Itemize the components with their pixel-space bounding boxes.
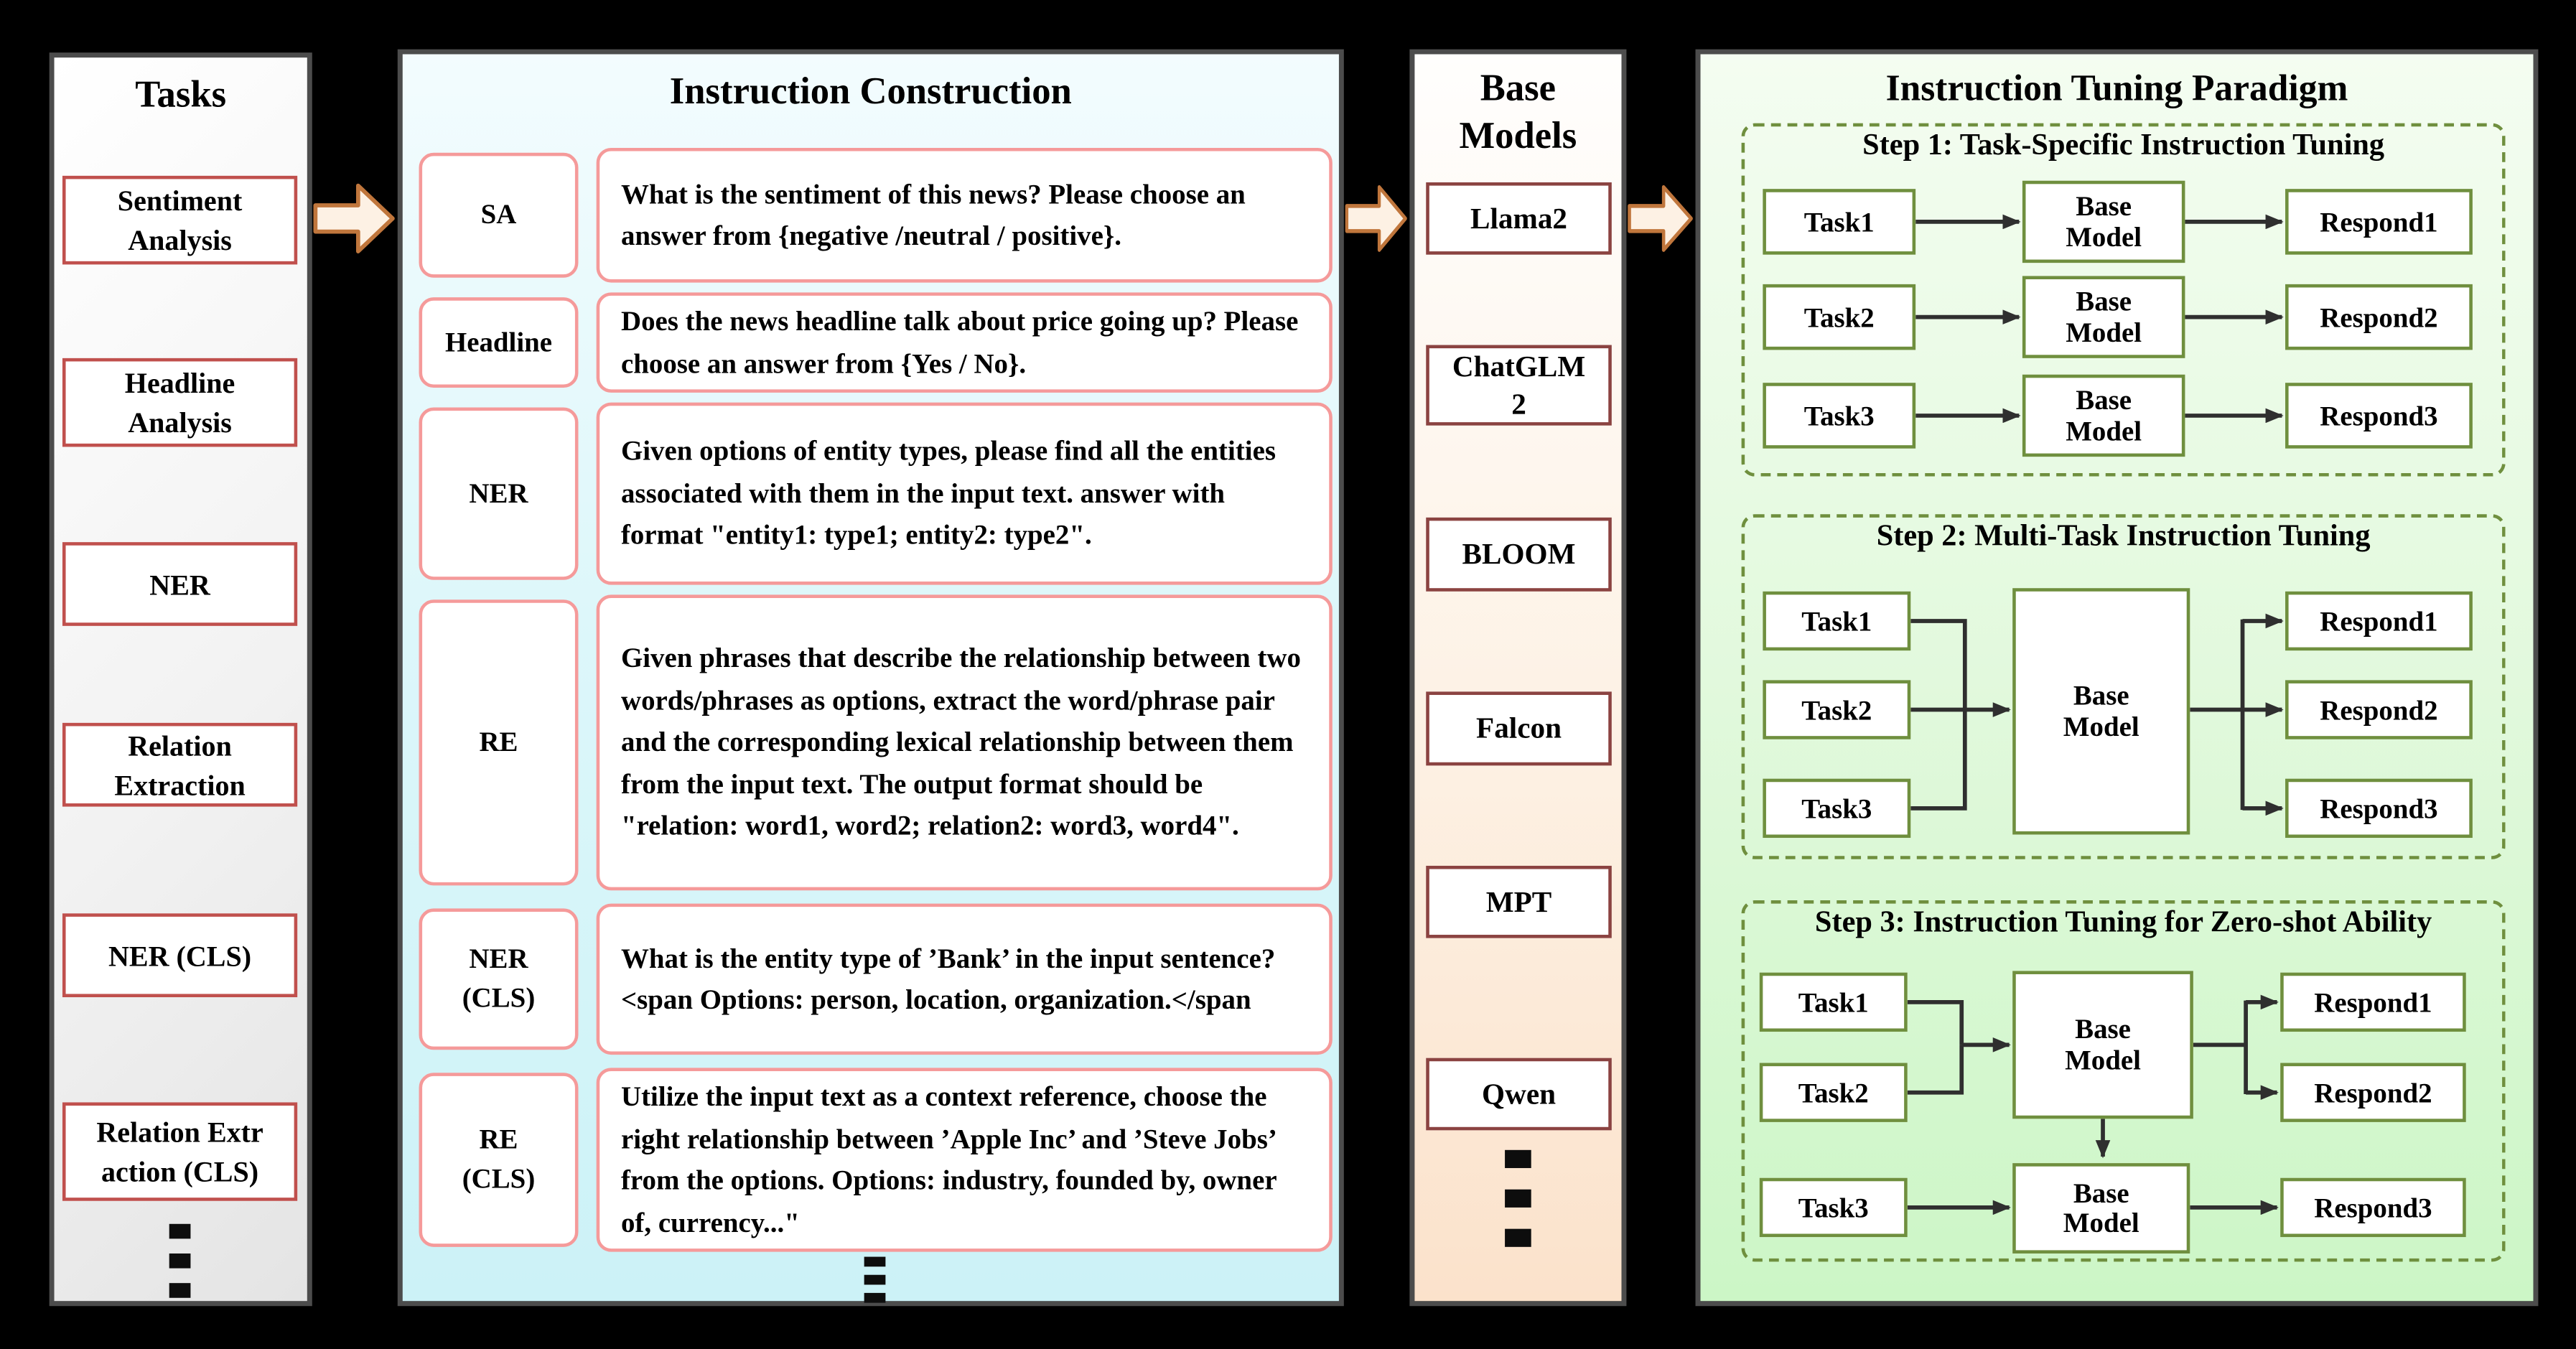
vertical-ellipsis-icon bbox=[864, 1256, 886, 1303]
step1-base-model1-box: Base Model bbox=[2022, 180, 2185, 263]
instruction-tuning-paradigm-panel: Instruction Tuning Paradigm bbox=[1695, 49, 2539, 1307]
instruction-label-ner-cls: NER (CLS) bbox=[419, 908, 579, 1050]
model-item-llama2: Llama2 bbox=[1426, 182, 1612, 255]
instruction-label-re: RE bbox=[419, 599, 579, 886]
task-item-ner-cls: NER (CLS) bbox=[62, 913, 298, 997]
instruction-text-ner-cls: What is the entity type of ’Bank’ in the… bbox=[596, 903, 1333, 1055]
instruction-text-re-cls: Utilize the input text as a context refe… bbox=[596, 1068, 1333, 1252]
step3-respond1-box: Respond1 bbox=[2280, 972, 2466, 1032]
instruction-construction-title: Instruction Construction bbox=[669, 70, 1072, 112]
step3-title: Step 3: Instruction Tuning for Zero-shot… bbox=[1814, 907, 2432, 940]
base-models-title: Base Models bbox=[1459, 67, 1577, 157]
flow-connectors bbox=[1907, 214, 2284, 1215]
instruction-text-sa-content: What is the sentiment of this news? Plea… bbox=[620, 178, 1246, 252]
step1-title: Step 1: Task-Specific Instruction Tuning bbox=[1862, 129, 2385, 163]
step1-base-model3-box: Base Model bbox=[2022, 374, 2185, 457]
instruction-label-headline: Headline bbox=[419, 297, 579, 388]
instruction-construction-panel: Instruction Construction SA What is the … bbox=[397, 49, 1344, 1307]
instruction-text-headline-content: Does the news headline talk about price … bbox=[620, 305, 1299, 379]
task-item-relation-extraction: Relation Extraction bbox=[62, 722, 298, 807]
instruction-text-sa: What is the sentiment of this news? Plea… bbox=[596, 147, 1333, 283]
step1-task2-box: Task2 bbox=[1763, 284, 1916, 350]
task-item-relation-extraction-cls: Relation Extr action (CLS) bbox=[62, 1102, 298, 1201]
model-item-mpt: MPT bbox=[1426, 865, 1612, 938]
instruction-text-ner-content: Given options of entity types, please fi… bbox=[620, 435, 1277, 551]
task-item-sentiment-analysis: Sentiment Analysis bbox=[62, 175, 298, 265]
tasks-panel: Tasks Sentiment Analysis Headline Analys… bbox=[49, 52, 312, 1307]
model-item-falcon: Falcon bbox=[1426, 691, 1612, 766]
step3-base-model-top-box: Base Model bbox=[2012, 971, 2193, 1119]
instruction-label-ner: NER bbox=[419, 407, 579, 580]
step2-respond3-box: Respond3 bbox=[2285, 778, 2473, 839]
step3-base-model-bottom-box: Base Model bbox=[2012, 1163, 2190, 1254]
step3-task2-box: Task2 bbox=[1759, 1063, 1908, 1122]
task-item-headline-analysis: Headline Analysis bbox=[62, 358, 298, 447]
step3-group bbox=[1741, 900, 2506, 1262]
flow-arrow-icon bbox=[1628, 185, 1693, 252]
vertical-ellipsis-icon bbox=[1505, 1149, 1531, 1247]
step1-respond3-box: Respond3 bbox=[2285, 383, 2473, 449]
step3-task3-box: Task3 bbox=[1759, 1177, 1908, 1238]
step2-task1-box: Task1 bbox=[1763, 591, 1911, 651]
step1-task1-box: Task1 bbox=[1763, 189, 1916, 255]
model-item-qwen: Qwen bbox=[1426, 1058, 1612, 1131]
instruction-text-re-cls-content: Utilize the input text as a context refe… bbox=[620, 1080, 1277, 1238]
step1-base-model2-box: Base Model bbox=[2022, 276, 2185, 358]
model-item-bloom: BLOOM bbox=[1426, 517, 1612, 592]
tasks-panel-title: Tasks bbox=[135, 73, 227, 116]
step2-group bbox=[1741, 514, 2506, 859]
step3-respond2-box: Respond2 bbox=[2280, 1063, 2466, 1122]
task-item-ner: NER bbox=[62, 542, 298, 626]
step3-task1-box: Task1 bbox=[1759, 972, 1908, 1032]
step1-respond2-box: Respond2 bbox=[2285, 284, 2473, 350]
step1-group bbox=[1741, 123, 2506, 477]
flow-arrow-icon bbox=[313, 183, 395, 253]
instruction-text-headline: Does the news headline talk about price … bbox=[596, 292, 1333, 393]
step2-title: Step 2: Multi-Task Instruction Tuning bbox=[1876, 521, 2371, 554]
instruction-text-re: Given phrases that describe the relation… bbox=[596, 594, 1333, 891]
step2-task2-box: Task2 bbox=[1763, 680, 1911, 739]
step2-task3-box: Task3 bbox=[1763, 778, 1911, 839]
step1-task3-box: Task3 bbox=[1763, 383, 1916, 449]
instruction-label-sa: SA bbox=[419, 152, 579, 278]
instruction-text-ner: Given options of entity types, please fi… bbox=[596, 402, 1333, 585]
step2-respond2-box: Respond2 bbox=[2285, 680, 2473, 739]
vertical-ellipsis-icon bbox=[169, 1223, 191, 1298]
step3-respond3-box: Respond3 bbox=[2280, 1177, 2466, 1238]
instruction-tuning-paradigm-title: Instruction Tuning Paradigm bbox=[1885, 67, 2348, 109]
instruction-text-ner-cls-content: What is the entity type of ’Bank’ in the… bbox=[620, 942, 1276, 1016]
step2-respond1-box: Respond1 bbox=[2285, 591, 2473, 651]
instruction-label-re-cls: RE (CLS) bbox=[419, 1073, 579, 1247]
base-models-panel: Base Models Llama2 ChatGLM 2 BLOOM Falco… bbox=[1409, 49, 1627, 1307]
step1-respond1-box: Respond1 bbox=[2285, 189, 2473, 255]
step2-base-model-box: Base Model bbox=[2012, 588, 2190, 835]
flow-arrow-icon bbox=[1345, 185, 1407, 252]
instruction-text-re-content: Given phrases that describe the relation… bbox=[620, 643, 1301, 842]
model-item-chatglm2: ChatGLM 2 bbox=[1426, 345, 1612, 426]
